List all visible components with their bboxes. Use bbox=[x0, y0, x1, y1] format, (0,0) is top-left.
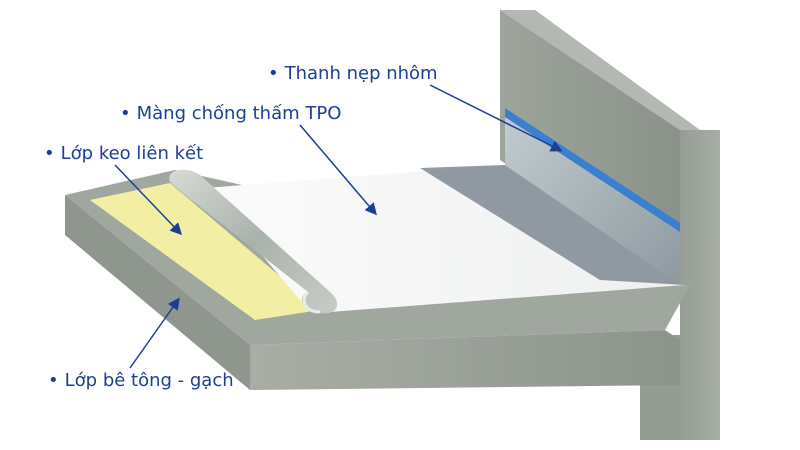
membrane-roll bbox=[169, 169, 338, 314]
bullet: • bbox=[268, 63, 279, 84]
slab-long-face bbox=[250, 330, 680, 390]
bullet: • bbox=[120, 103, 131, 124]
label-text: Màng chống thấm TPO bbox=[136, 103, 342, 124]
wall-flashing bbox=[505, 110, 680, 285]
leader-aluminum-strip bbox=[429, 84, 563, 152]
aluminum-strip bbox=[505, 108, 680, 232]
wall-top bbox=[500, 10, 700, 130]
label-aluminum-strip: •Thanh nẹp nhôm bbox=[268, 63, 438, 85]
leader-concrete-layer bbox=[129, 297, 180, 369]
label-adhesive-layer: •Lớp keo liên kết bbox=[44, 143, 203, 165]
tpo-membrane-sheet bbox=[205, 165, 685, 312]
bullet: • bbox=[44, 143, 55, 164]
label-text: Lớp bê tông - gạch bbox=[64, 370, 234, 391]
leader-tpo-membrane bbox=[299, 124, 377, 216]
membrane-roll-edge bbox=[302, 290, 321, 314]
label-text: Thanh nẹp nhôm bbox=[284, 63, 438, 84]
slab-front-face bbox=[65, 195, 250, 390]
label-text: Lớp keo liên kết bbox=[60, 143, 204, 164]
leader-adhesive-layer bbox=[114, 164, 183, 236]
label-concrete-layer: •Lớp bê tông - gạch bbox=[48, 370, 234, 392]
membrane-shadow bbox=[420, 165, 685, 285]
label-tpo-membrane: •Màng chống thấm TPO bbox=[120, 103, 341, 125]
bullet: • bbox=[48, 370, 59, 391]
adhesive-layer bbox=[90, 183, 320, 320]
